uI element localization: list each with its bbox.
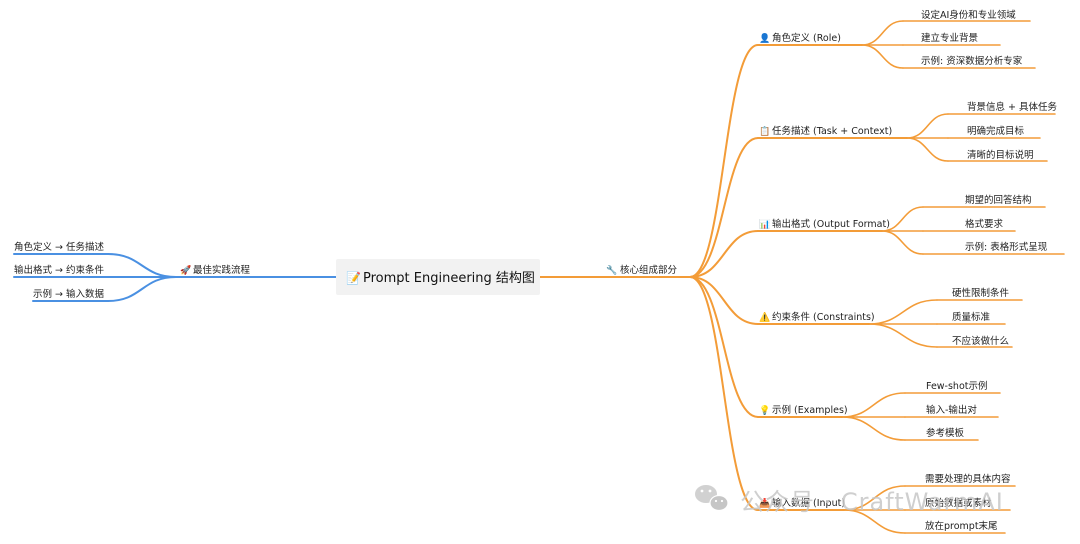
- mindmap-edges: [13, 20, 1065, 534]
- edge-section-4: [689, 276, 759, 418]
- wechat-icon: [695, 485, 729, 512]
- output-item-1[interactable]: 格式要求: [965, 218, 1004, 230]
- section-role-label: 角色定义 (Role): [772, 32, 841, 44]
- role-item-2[interactable]: 示例: 资深数据分析专家: [921, 55, 1023, 67]
- root-node[interactable]: 📝 Prompt Engineering 结构图: [336, 259, 540, 295]
- constraints-item-1[interactable]: 质量标准: [952, 311, 991, 323]
- warning-icon: ⚠️: [759, 311, 770, 323]
- edge-section-5-item-2: [843, 509, 906, 534]
- edge-section-3-item-2: [868, 323, 938, 348]
- section-role[interactable]: 👤 角色定义 (Role): [759, 32, 841, 44]
- section-output-format[interactable]: 📊 输出格式 (Output Format): [759, 218, 890, 230]
- watermark-text: 公众号 · CraftWarmAI: [740, 488, 1004, 516]
- role-item-0[interactable]: 设定AI身份和专业领域: [921, 9, 1016, 21]
- edge-section-5: [689, 276, 759, 511]
- edge-section-0: [689, 44, 759, 278]
- task-item-2[interactable]: 清晰的目标说明: [967, 149, 1034, 161]
- section-output-format-label: 输出格式 (Output Format): [772, 218, 890, 230]
- lightbulb-icon: 💡: [759, 404, 770, 416]
- task-item-0[interactable]: 背景信息 + 具体任务: [967, 101, 1057, 113]
- section-task-label: 任务描述 (Task + Context): [772, 125, 892, 137]
- root-node-box: [336, 259, 540, 295]
- edge-section-3: [689, 276, 759, 325]
- edge-section-1: [689, 137, 759, 278]
- edge-section-4-item-0: [841, 392, 906, 418]
- rocket-icon: 🚀: [180, 264, 191, 276]
- left-item-0[interactable]: 角色定义 → 任务描述: [14, 241, 104, 253]
- section-input-label: 输入数据 (Input): [772, 497, 845, 509]
- section-task[interactable]: 📋 任务描述 (Task + Context): [759, 125, 892, 137]
- edge-section-1-item-0: [906, 113, 949, 139]
- examples-item-0[interactable]: Few-shot示例: [926, 380, 988, 392]
- right-branch-node[interactable]: 🔧 核心组成部分: [606, 264, 678, 276]
- right-branch-label: 核心组成部分: [620, 264, 678, 276]
- examples-item-2[interactable]: 参考模板: [926, 427, 965, 439]
- role-item-1[interactable]: 建立专业背景: [921, 32, 978, 44]
- output-item-0[interactable]: 期望的回答结构: [965, 194, 1032, 206]
- edge-section-0-item-2: [861, 44, 904, 69]
- section-constraints-label: 约束条件 (Constraints): [772, 311, 875, 323]
- edge-section-2: [689, 230, 759, 278]
- examples-item-1[interactable]: 输入-输出对: [926, 404, 977, 416]
- root-label: Prompt Engineering 结构图: [363, 271, 535, 286]
- left-item-1[interactable]: 输出格式 → 约束条件: [14, 264, 104, 276]
- section-examples-label: 示例 (Examples): [772, 404, 848, 416]
- edge-section-3-item-0: [868, 299, 938, 325]
- root-icon: 📝: [346, 271, 361, 285]
- edge-section-4-item-2: [841, 416, 906, 441]
- constraints-item-0[interactable]: 硬性限制条件: [952, 287, 1010, 299]
- output-item-2[interactable]: 示例: 表格形式呈现: [965, 241, 1048, 253]
- edge-section-0-item-0: [861, 20, 904, 46]
- inbox-icon: 📥: [759, 497, 770, 509]
- input-item-1[interactable]: 原始数据或素材: [925, 497, 992, 509]
- edge-section-2-item-2: [881, 230, 924, 255]
- clipboard-icon: 📋: [759, 125, 770, 137]
- left-branch-label: 最佳实践流程: [193, 264, 251, 276]
- edge-left-0: [107, 253, 177, 278]
- bar-chart-icon: 📊: [759, 218, 770, 230]
- section-input[interactable]: 📥 输入数据 (Input): [759, 497, 845, 509]
- edge-section-1-item-2: [906, 137, 949, 162]
- constraints-item-2[interactable]: 不应该做什么: [952, 335, 1009, 347]
- wrench-icon: 🔧: [606, 264, 617, 276]
- left-item-2[interactable]: 示例 → 输入数据: [33, 288, 104, 300]
- section-constraints[interactable]: ⚠️ 约束条件 (Constraints): [759, 311, 875, 323]
- task-item-1[interactable]: 明确完成目标: [967, 125, 1025, 137]
- input-item-0[interactable]: 需要处理的具体内容: [925, 473, 1011, 485]
- person-icon: 👤: [759, 32, 770, 44]
- section-examples[interactable]: 💡 示例 (Examples): [759, 404, 848, 416]
- left-branch-node[interactable]: 🚀 最佳实践流程: [180, 264, 251, 276]
- input-item-2[interactable]: 放在prompt末尾: [925, 520, 998, 532]
- watermark: 公众号 · CraftWarmAI: [695, 485, 1004, 516]
- edge-left-2: [107, 276, 177, 302]
